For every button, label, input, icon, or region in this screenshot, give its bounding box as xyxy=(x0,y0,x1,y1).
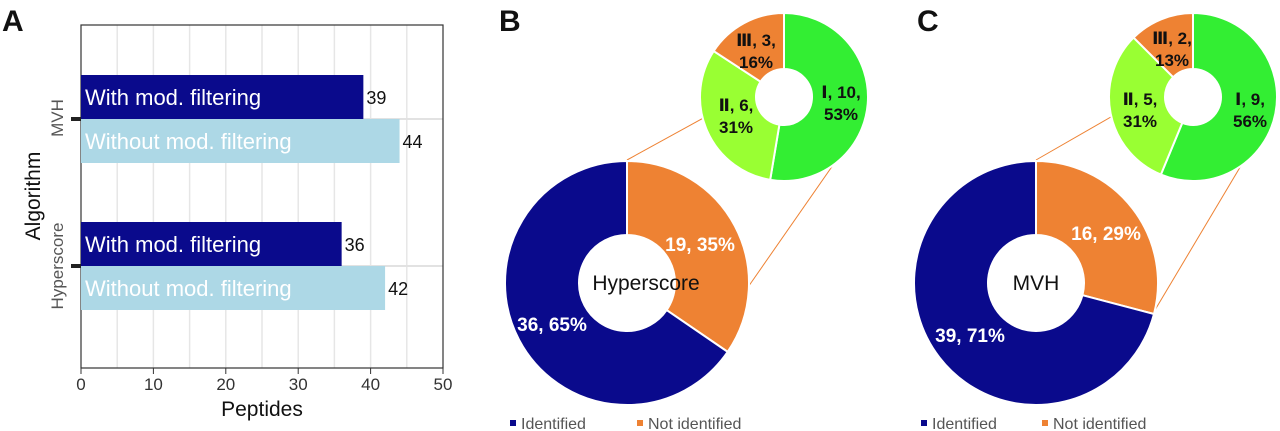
legend-c-swatch-identified xyxy=(921,420,927,426)
bar-series-name-label: With mod. filtering xyxy=(85,85,261,110)
bar-hyperscore-series-0 xyxy=(81,222,342,266)
bar-x-tick-label: 40 xyxy=(361,375,380,394)
bar-series-name-label: Without mod. filtering xyxy=(85,276,292,301)
bar-x-tick-label: 30 xyxy=(289,375,308,394)
donut-slice-not-identified xyxy=(1035,159,1159,316)
breakdown-slice-ii xyxy=(1108,36,1184,176)
breakdown-slice-ii xyxy=(699,49,781,182)
bar-hyperscore-series-1 xyxy=(81,266,386,310)
donut-mvh: 16, 29% 39, 71% xyxy=(913,159,1159,406)
bar-y-axis-label: Algorithm xyxy=(22,152,45,241)
breakdown-slice-percent: 16% xyxy=(739,53,773,72)
legend-b-swatch-not-identified xyxy=(637,420,643,426)
breakdown-slice-percent: 56% xyxy=(1233,112,1267,131)
breakdown-slice-percent: 31% xyxy=(1123,112,1157,131)
bar-value-label: 39 xyxy=(366,88,386,108)
bar-mvh-series-1 xyxy=(81,119,400,163)
donut-center-label-mvh: MVH xyxy=(1013,272,1060,295)
breakdown-slice-iii xyxy=(712,11,785,84)
bar-x-ticks: 0 10 20 30 40 50 xyxy=(76,368,452,394)
category-label-hyperscore: Hyperscore xyxy=(48,223,67,310)
panel-b-letter: B xyxy=(499,5,521,38)
donut-hyperscore: 19, 35% 36, 65% xyxy=(504,159,750,406)
breakdown-slice-label: Ⅱ, 6, xyxy=(719,96,754,115)
donut-mvh-breakdown: Ⅰ, 9, 56% Ⅱ, 5, 31% Ⅲ, 2, 13% xyxy=(1108,11,1278,182)
bar-mvh-series-0 xyxy=(81,75,364,119)
breakdown-slice-i xyxy=(1159,11,1278,182)
breakdown-slice-label: Ⅲ, 3, xyxy=(736,31,776,50)
legend-b-label-identified: Identified xyxy=(521,416,586,431)
bar-series-name-label: Without mod. filtering xyxy=(85,129,292,154)
donut-slice-identified xyxy=(504,159,730,406)
bar-x-tick-label: 0 xyxy=(76,375,85,394)
donut-center-label-hyperscore: Hyperscore xyxy=(592,272,699,295)
bar-x-tick-label: 20 xyxy=(216,375,235,394)
category-label-mvh: MVH xyxy=(48,99,67,137)
legend-c-label-not-identified: Not identified xyxy=(1053,416,1146,431)
bar-plot-frame xyxy=(80,24,444,369)
donut-hyperscore-breakdown: Ⅰ, 10, 53% Ⅱ, 6, 31% Ⅲ, 3, 16% xyxy=(699,11,869,182)
breakdown-slice-percent: 13% xyxy=(1155,51,1189,70)
legend-b-swatch-identified xyxy=(510,420,516,426)
bar-series-name-label: With mod. filtering xyxy=(85,232,261,257)
bar-value-label: 42 xyxy=(388,279,408,299)
donut-slice-label: 16, 29% xyxy=(1071,224,1141,245)
bar-x-axis-label: Peptides xyxy=(221,398,303,421)
breakdown-slice-label: Ⅰ, 10, xyxy=(821,83,860,102)
bar-x-tick-label: 10 xyxy=(144,375,163,394)
donut-slice-identified xyxy=(913,159,1156,406)
donut-slice-label: 39, 71% xyxy=(935,326,1005,347)
panel-c: C 16, 29% 39, 71% MVH Ⅰ, 9, 56% Ⅱ, 5, 31% Ⅲ, … xyxy=(913,5,1278,431)
panel-c-letter: C xyxy=(917,5,939,38)
breakdown-slice-label: Ⅱ, 5, xyxy=(1123,90,1158,109)
legend-c: Identified Not identified xyxy=(921,416,1146,431)
breakdown-slice-iii xyxy=(1132,11,1194,79)
bar-x-tick-label: 50 xyxy=(434,375,453,394)
bar-value-label: 36 xyxy=(345,235,365,255)
donut-slice-not-identified xyxy=(626,159,750,354)
donut-slice-label: 19, 35% xyxy=(665,235,735,256)
legend-b-label-not-identified: Not identified xyxy=(648,416,741,431)
breakdown-slice-label: Ⅲ, 2, xyxy=(1152,29,1192,48)
bar-value-label: 44 xyxy=(403,132,423,152)
donut-slice-label: 36, 65% xyxy=(517,315,587,336)
panel-a-letter: A xyxy=(2,5,24,38)
legend-c-label-identified: Identified xyxy=(932,416,997,431)
legend-b: Identified Not identified xyxy=(510,416,741,431)
breakdown-slice-percent: 31% xyxy=(719,118,753,137)
breakdown-slice-i xyxy=(769,11,869,182)
panel-b: B 19, 35% 36, 65% Hyperscore Ⅰ, 10, 53% Ⅱ, … xyxy=(499,5,869,431)
breakdown-slice-percent: 53% xyxy=(824,105,858,124)
legend-c-swatch-not-identified xyxy=(1042,420,1048,426)
breakdown-slice-label: Ⅰ, 9, xyxy=(1235,90,1265,109)
